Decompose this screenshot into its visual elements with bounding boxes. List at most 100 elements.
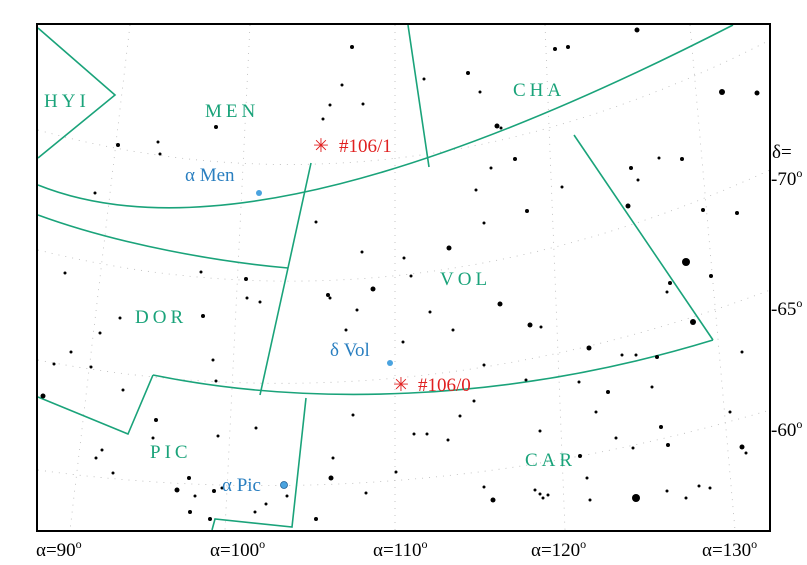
ra-label-130: α=130o: [702, 537, 757, 561]
event-marker-106-1: ✳: [313, 136, 329, 157]
star-dot: [472, 399, 476, 403]
star-dot: [606, 390, 610, 394]
star-dot: [466, 71, 470, 75]
star-dot: [422, 77, 426, 81]
star-marker-delta-vol: [387, 360, 393, 366]
event-markers: ✳ #106/1 ✳ #106/0: [313, 136, 471, 396]
star-dot: [541, 496, 545, 500]
star-dot: [719, 89, 725, 95]
constellation-label-pic: PIC: [150, 442, 192, 463]
star-dot: [211, 358, 215, 362]
dec-label-70: -70o: [771, 166, 802, 190]
star-dot: [355, 308, 359, 312]
star-dot: [566, 45, 570, 49]
star-dot: [244, 277, 248, 281]
star-field: [40, 27, 760, 521]
constellation-label-vol: VOL: [440, 269, 491, 290]
star-dot: [340, 83, 344, 87]
star-dot: [321, 117, 325, 121]
star-dot: [451, 328, 455, 332]
coordinate-grid: [37, 24, 771, 531]
star-dot: [314, 220, 318, 224]
star-dot: [220, 486, 224, 490]
constellation-label-car: CAR: [525, 450, 576, 471]
star-dot: [402, 256, 406, 260]
star-dot: [111, 471, 115, 475]
star-dot: [314, 517, 318, 521]
star-dot: [116, 143, 120, 147]
ra-label-90: α=90o: [36, 537, 82, 561]
star-dot: [212, 489, 216, 493]
star-dot: [577, 380, 581, 384]
star-dot: [328, 475, 334, 481]
star-dot: [744, 451, 748, 455]
star-dot: [428, 310, 432, 314]
star-dot: [513, 157, 517, 161]
star-dot: [636, 178, 640, 182]
map-frame: [36, 23, 771, 532]
event-marker-106-0: ✳: [393, 375, 409, 396]
star-dot: [497, 301, 503, 307]
star-dot: [539, 325, 543, 329]
star-dot: [634, 27, 640, 33]
star-dot: [538, 492, 542, 496]
star-dot: [446, 438, 450, 442]
star-dot: [657, 156, 661, 160]
star-dot: [546, 493, 550, 497]
star-dot: [690, 319, 696, 325]
star-dot: [350, 45, 354, 49]
star-dot: [533, 488, 537, 492]
ra-label-120: α=120o: [531, 537, 586, 561]
star-dot: [328, 296, 332, 300]
star-dot: [634, 353, 638, 357]
star-dot: [482, 363, 486, 367]
star-dot: [586, 345, 592, 351]
star-dot: [650, 385, 654, 389]
constellation-label-hyi: HYI: [44, 91, 90, 112]
ra-label-100: α=100o: [210, 537, 265, 561]
star-dot: [69, 350, 73, 354]
star-dot: [701, 208, 705, 212]
star-dot: [264, 502, 268, 506]
star-dot: [680, 157, 684, 161]
star-dot: [154, 418, 158, 422]
star-dot: [201, 314, 205, 318]
star-dot: [370, 286, 376, 292]
star-dot: [412, 432, 416, 436]
star-dot: [631, 446, 635, 450]
star-dot: [665, 290, 669, 294]
star-dot: [655, 355, 659, 359]
star-marker-alpha-pic: [280, 481, 288, 489]
star-dot: [527, 322, 533, 328]
star-dot: [100, 448, 104, 452]
star-dot: [489, 166, 493, 170]
star-dot: [524, 378, 528, 382]
star-dot: [425, 432, 429, 436]
star-dot: [682, 258, 690, 266]
star-dot: [446, 245, 452, 251]
star-dot: [174, 487, 180, 493]
star-dot: [708, 486, 712, 490]
star-dot: [193, 494, 197, 498]
star-dot: [351, 413, 355, 417]
constellation-labels: HYI MEN CHA VOL DOR PIC CAR: [44, 80, 576, 471]
star-dot: [394, 470, 398, 474]
star-dot: [156, 140, 160, 144]
star-dot: [659, 425, 663, 429]
star-dot: [344, 328, 348, 332]
star-dot: [151, 436, 155, 440]
star-dot: [187, 476, 191, 480]
star-dot: [214, 379, 218, 383]
star-dot: [668, 281, 672, 285]
star-dot: [538, 429, 542, 433]
star-dot: [121, 388, 125, 392]
star-dot: [214, 125, 218, 129]
star-dot: [326, 293, 330, 297]
star-dot: [188, 510, 192, 514]
star-dot: [482, 221, 486, 225]
star-dot: [525, 209, 529, 213]
star-dot: [89, 365, 93, 369]
named-stars: α Men δ Vol α Pic: [185, 165, 393, 496]
dec-label-65: -65o: [771, 296, 802, 320]
